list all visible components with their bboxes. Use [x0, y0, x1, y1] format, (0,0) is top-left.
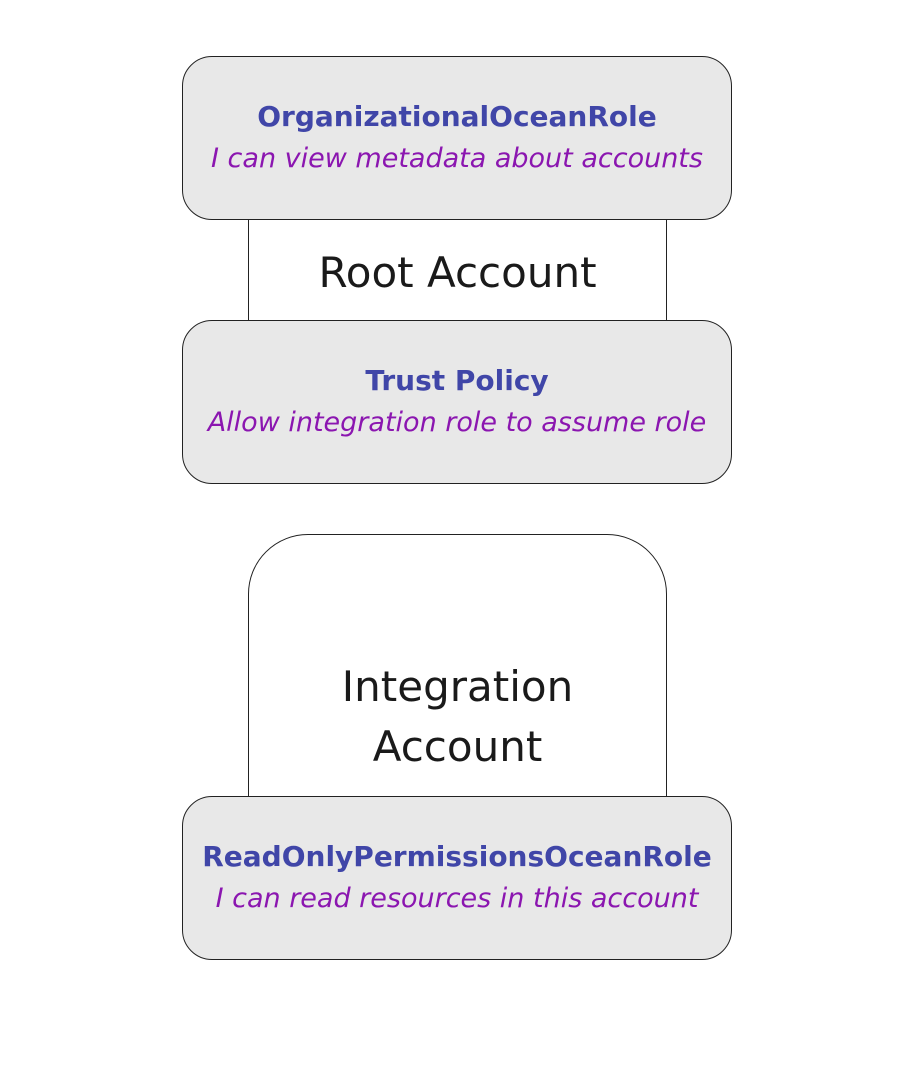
read-only-permissions-ocean-role-box: ReadOnlyPermissionsOceanRole I can read … — [182, 796, 732, 960]
read-only-permissions-ocean-role-description: I can read resources in this account — [215, 883, 699, 914]
root-account-box: Root Account — [248, 205, 667, 335]
integration-account-box: Integration Account — [248, 534, 667, 824]
integration-account-title-line2: Account — [372, 722, 543, 771]
organizational-ocean-role-name: OrganizationalOceanRole — [257, 100, 657, 133]
integration-account-title-line1: Integration — [341, 662, 574, 711]
read-only-permissions-ocean-role-name: ReadOnlyPermissionsOceanRole — [202, 840, 712, 873]
organizational-ocean-role-box: OrganizationalOceanRole I can view metad… — [182, 56, 732, 220]
root-account-title: Root Account — [318, 248, 597, 297]
trust-policy-description: Allow integration role to assume role — [207, 407, 707, 438]
trust-policy-name: Trust Policy — [365, 364, 549, 397]
organizational-ocean-role-description: I can view metadata about accounts — [211, 143, 703, 174]
trust-policy-box: Trust Policy Allow integration role to a… — [182, 320, 732, 484]
